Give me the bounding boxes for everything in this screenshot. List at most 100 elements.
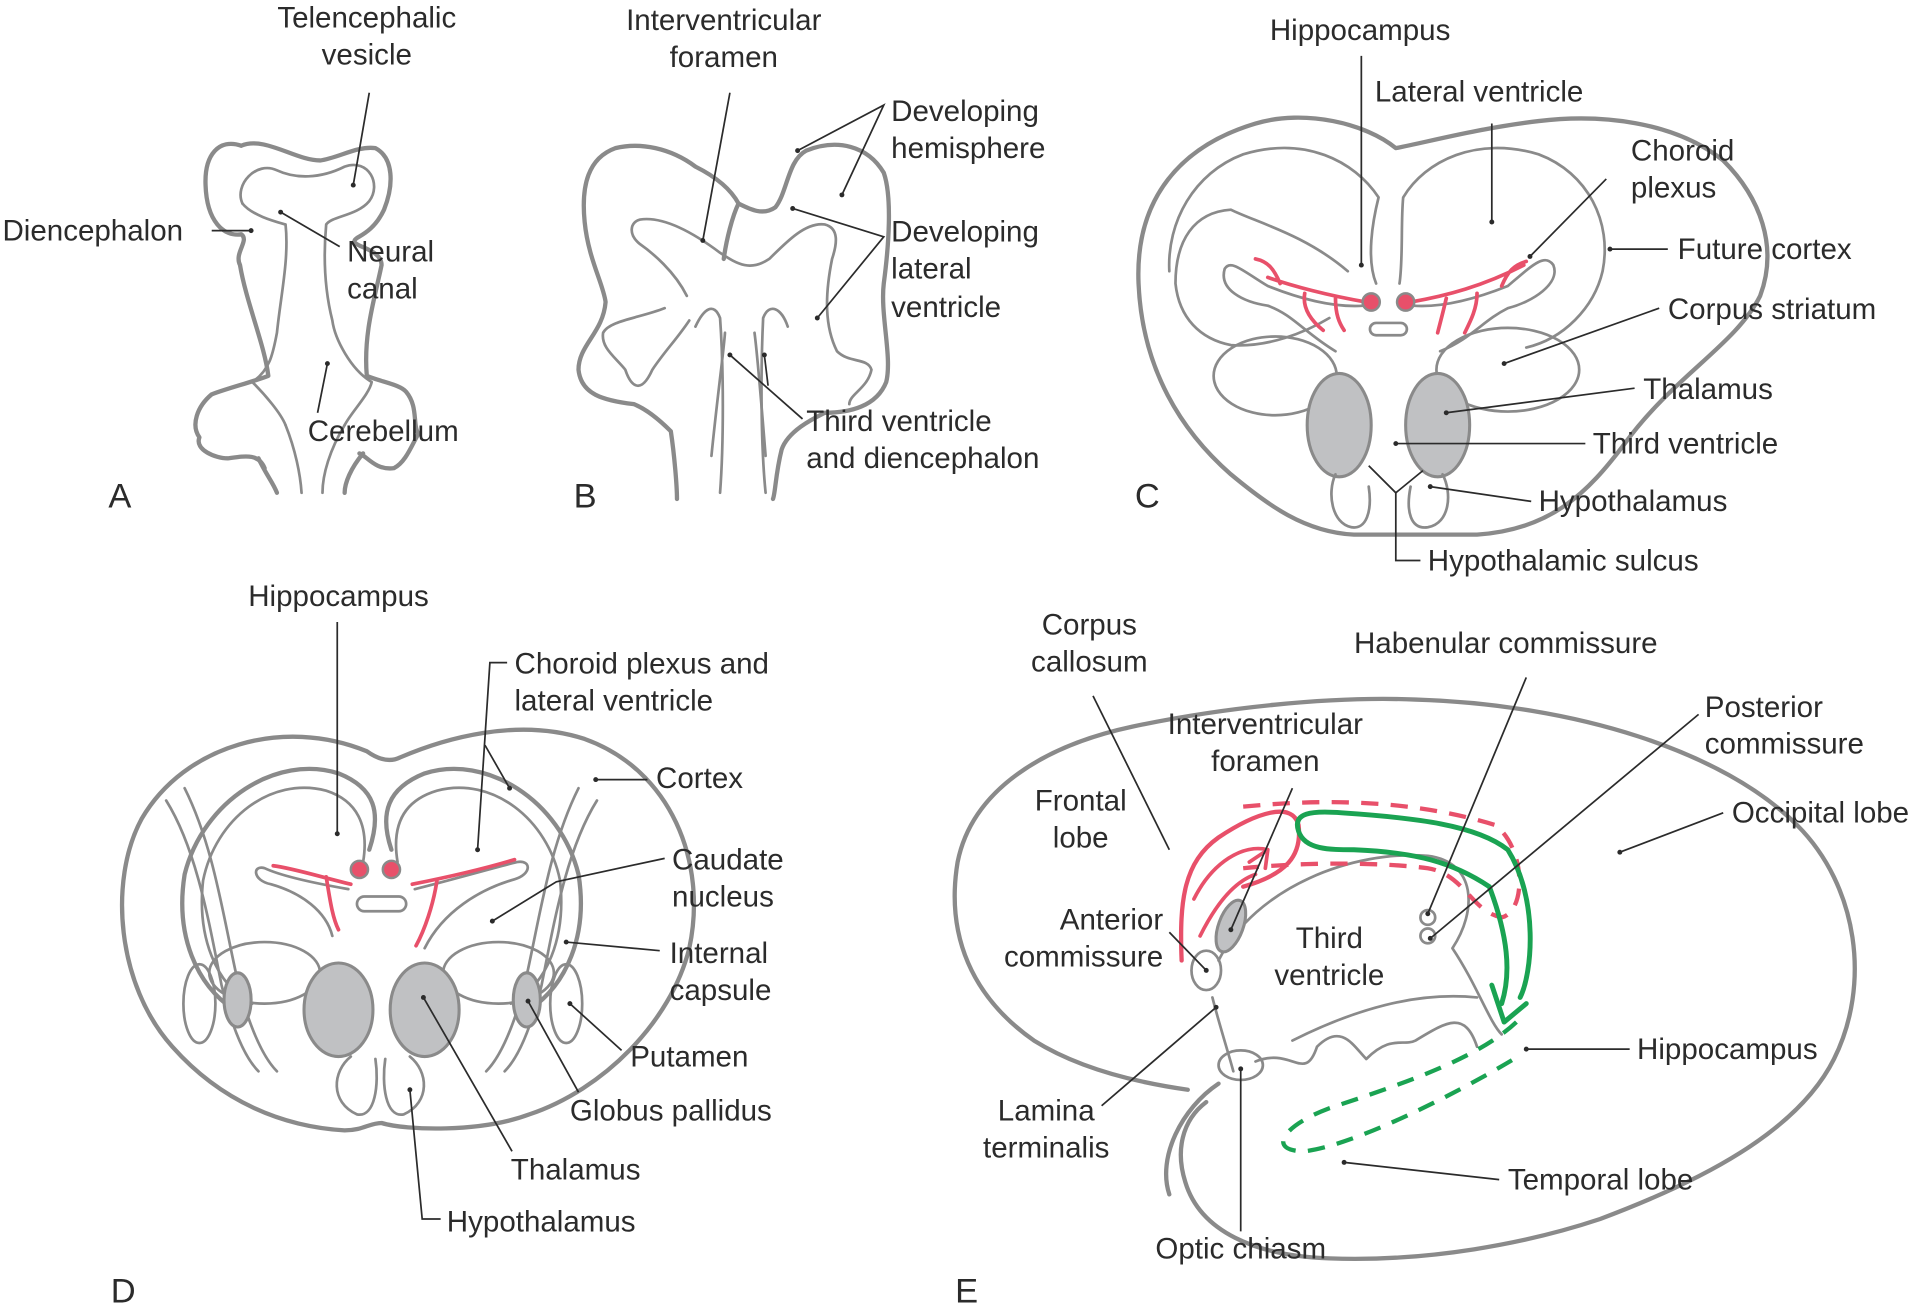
- label-c-choroid-plexus: Choroid: [1631, 134, 1734, 167]
- panel-b-labels: Interventricular foramen Developing hemi…: [574, 4, 1046, 516]
- panel-a-labels: Telencephalic vesicle Diencephalon Neura…: [2, 2, 458, 516]
- label-e-lamina-terminalis-2: terminalis: [983, 1131, 1109, 1164]
- leader-d-thalamus: [422, 997, 513, 1152]
- c-hypothalamus-left: [1330, 472, 1372, 529]
- marker-developing-hemisphere-1: [795, 148, 801, 154]
- panel-c: Hippocampus Lateral ventricle Choroid pl…: [1135, 14, 1876, 578]
- c-thalamus-right: [1404, 371, 1472, 479]
- e-anterior-commissure: [1190, 949, 1223, 992]
- label-developing-lateral-ventricle-2: lateral: [891, 253, 971, 286]
- marker-e-anterior-commissure: [1203, 967, 1209, 973]
- marker-c-lateral-ventricle: [1489, 219, 1495, 225]
- neural-tube-right-outline: [239, 141, 421, 471]
- marker-telencephalic-vesicle: [350, 182, 356, 188]
- d-commissure-bar: [355, 895, 408, 913]
- label-c-hypothalamus: Hypothalamus: [1539, 485, 1728, 518]
- d-red-node-left: [349, 859, 370, 880]
- label-c-hypothalamic-sulcus: Hypothalamic sulcus: [1428, 544, 1699, 577]
- e-lateral-ventricle-dashed-red: [1242, 800, 1522, 920]
- marker-c-choroid-plexus: [1527, 254, 1533, 259]
- leader-d-hypothalamus: [409, 1089, 441, 1220]
- e-hypothalamic-line: [1291, 994, 1479, 1042]
- leader-e-interventricular-foramen: [1230, 787, 1294, 931]
- label-e-third-ventricle: Third: [1296, 922, 1363, 955]
- third-ventricle-right-inner: [753, 331, 767, 458]
- label-d-choroid-plexus-2: lateral ventricle: [515, 685, 714, 718]
- marker-d-choroid-plexus: [475, 847, 481, 853]
- marker-e-lamina-terminalis: [1213, 1004, 1219, 1010]
- panel-letter-d: D: [111, 1273, 136, 1311]
- label-interventricular-foramen-2: foramen: [670, 41, 778, 74]
- leader-e-posterior-commissure: [1429, 713, 1700, 940]
- label-e-anterior-commissure: Anterior: [1060, 904, 1164, 937]
- d-red-node-right: [381, 859, 402, 880]
- e-temporal-notch: [1163, 1081, 1221, 1197]
- d-putamen-left: [182, 962, 217, 1045]
- leader-e-lamina-terminalis: [1101, 1006, 1217, 1107]
- label-e-frontal-lobe: Frontal: [1035, 784, 1127, 817]
- hemisphere-right-outline: [736, 142, 892, 502]
- c-red-node-right: [1395, 292, 1416, 312]
- leader-d-putamen: [569, 1002, 623, 1052]
- marker-developing-hemisphere-2: [839, 192, 845, 198]
- panel-d: Hippocampus Choroid plexus and lateral v…: [111, 580, 784, 1311]
- c-thalamus-left: [1305, 371, 1373, 479]
- label-e-posterior-commissure-2: commissure: [1705, 728, 1864, 761]
- c-commissure-bar: [1368, 321, 1409, 337]
- panel-a: Telencephalic vesicle Diencephalon Neura…: [2, 2, 458, 516]
- leader-neural-canal: [280, 211, 341, 248]
- label-developing-hemisphere-2: hemisphere: [891, 132, 1045, 165]
- spinal-cord-left: [256, 456, 280, 495]
- leader-developing-hemisphere: [797, 103, 886, 196]
- marker-diencephalon-b: [761, 352, 767, 358]
- d-thalamus-left: [302, 961, 375, 1059]
- c-red-node-left: [1361, 292, 1382, 312]
- marker-e-posterior-commissure: [1427, 935, 1433, 941]
- leader-e-temporal-lobe: [1344, 1161, 1500, 1181]
- leader-e-occipital-lobe: [1619, 812, 1724, 854]
- label-third-ventricle: Third ventricle: [806, 405, 991, 438]
- leader-third-ventricle: [729, 354, 804, 420]
- label-c-thalamus: Thalamus: [1643, 373, 1773, 406]
- leader-e-anterior-commissure: [1168, 931, 1207, 971]
- c-choroid-tissue-left: [1222, 263, 1366, 353]
- leader-c-hypothalamus: [1430, 485, 1532, 503]
- marker-e-occipital-lobe: [1617, 849, 1623, 855]
- label-d-caudate-nucleus: Caudate: [672, 843, 784, 876]
- marker-c-hippocampus: [1358, 262, 1364, 268]
- marker-d-caudate-nucleus: [489, 918, 495, 924]
- d-fiber-right-2: [484, 786, 580, 1073]
- label-e-interventricular-foramen: Interventricular: [1168, 708, 1363, 741]
- label-diencephalon: Diencephalon: [2, 214, 183, 247]
- label-e-third-ventricle-2: ventricle: [1274, 959, 1384, 992]
- label-c-corpus-striatum: Corpus striatum: [1668, 293, 1876, 326]
- panel-e-labels: Corpus callosum Habenular commissure Int…: [955, 608, 1909, 1310]
- d-hemisphere-right-wall: [384, 766, 583, 1012]
- panel-e: Corpus callosum Habenular commissure Int…: [952, 608, 1909, 1311]
- label-developing-lateral-ventricle-3: ventricle: [891, 291, 1001, 324]
- marker-e-temporal-lobe: [1341, 1159, 1347, 1165]
- label-e-hippocampus: Hippocampus: [1637, 1033, 1818, 1066]
- marker-third-ventricle: [727, 352, 733, 358]
- label-e-corpus-callosum-2: callosum: [1031, 645, 1148, 678]
- label-d-hippocampus: Hippocampus: [248, 580, 429, 613]
- label-d-caudate-nucleus-2: nucleus: [672, 880, 774, 913]
- neural-tube-left-outline: [193, 141, 271, 471]
- neural-canal-left-inner: [241, 202, 288, 427]
- lateral-ventricle-outline-right: [630, 217, 873, 406]
- marker-d-hippocampus: [334, 831, 340, 837]
- marker-e-hippocampus: [1523, 1046, 1529, 1052]
- e-posterior-commissure: [1419, 927, 1437, 945]
- c-outer-outline: [1136, 115, 1770, 537]
- c-choroid-plexus-right: [1408, 259, 1529, 335]
- c-hemisphere-left-top: [1167, 146, 1380, 285]
- e-third-ventricle-floor: [1254, 1021, 1479, 1066]
- diencephalon-wall-right: [760, 307, 790, 495]
- label-developing-hemisphere: Developing: [891, 95, 1039, 128]
- label-d-hypothalamus: Hypothalamus: [447, 1205, 636, 1238]
- c-hemisphere-right-top: [1398, 146, 1607, 349]
- label-neural-canal-2: canal: [347, 272, 418, 305]
- d-fiber-left-2: [183, 786, 279, 1073]
- label-d-internal-capsule: Internal: [670, 937, 769, 970]
- label-e-anterior-commissure-2: commissure: [1004, 941, 1163, 974]
